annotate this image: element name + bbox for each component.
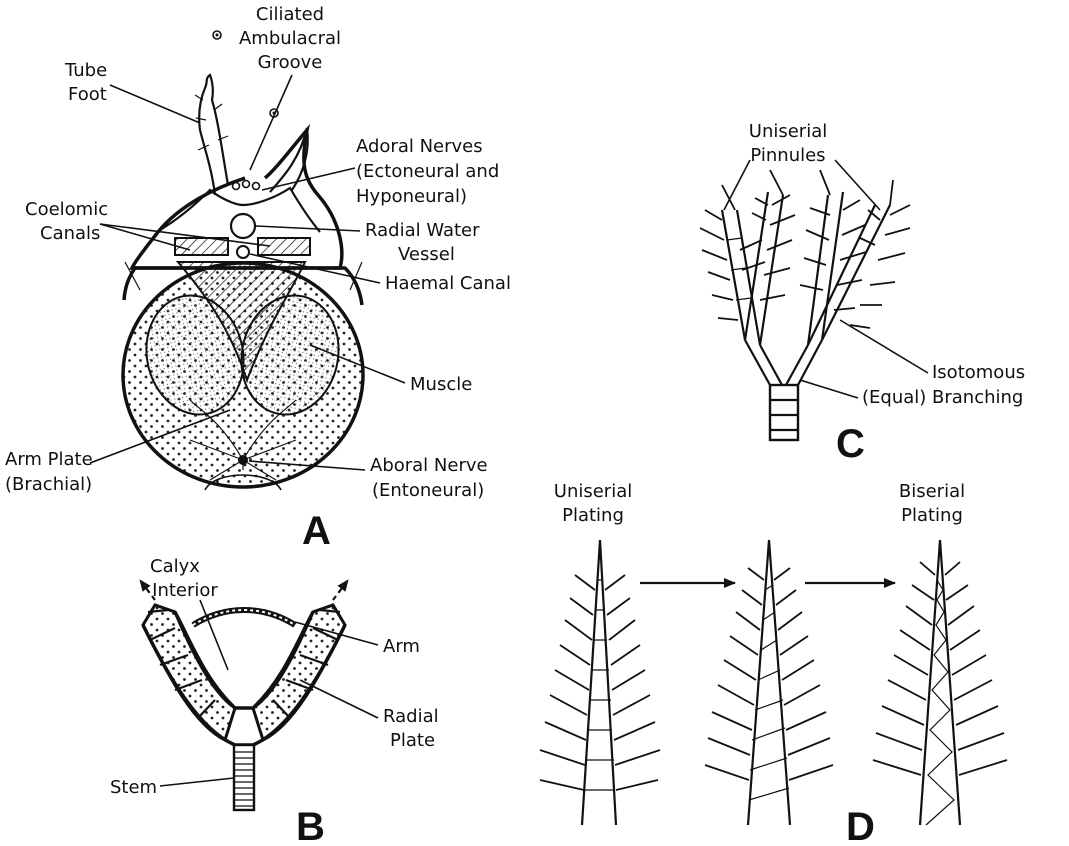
svg-text:Plate: Plate bbox=[390, 730, 435, 751]
svg-text:Canals: Canals bbox=[40, 223, 100, 244]
panel-c: Uniserial Pinnules Isotomous (Equal) Bra… bbox=[700, 121, 1025, 466]
svg-text:Adoral Nerves: Adoral Nerves bbox=[356, 136, 483, 157]
label-uniserial-pinnules: Uniserial Pinnules bbox=[724, 121, 880, 210]
label-tube-foot: Tube Foot bbox=[64, 60, 200, 123]
arrow-right-arm bbox=[333, 580, 348, 600]
svg-text:Coelomic: Coelomic bbox=[25, 199, 108, 220]
svg-text:Uniserial: Uniserial bbox=[749, 121, 827, 142]
label-radial-plate: Radial Plate bbox=[300, 680, 439, 751]
svg-text:Tube: Tube bbox=[64, 60, 107, 81]
right-arm-plates bbox=[253, 605, 345, 740]
particle bbox=[216, 34, 219, 37]
branch-3 bbox=[808, 192, 843, 345]
svg-text:(Entoneural): (Entoneural) bbox=[372, 480, 484, 501]
label-uniserial-plating: Uniserial Plating bbox=[554, 481, 632, 526]
radial-water-vessel bbox=[231, 214, 255, 238]
panel-letter-c: C bbox=[836, 422, 865, 466]
left-arm-plates bbox=[143, 605, 235, 740]
svg-text:(Equal) Branching: (Equal) Branching bbox=[862, 387, 1023, 408]
panel-letter-a: A bbox=[302, 509, 331, 553]
tube-foot bbox=[199, 75, 228, 195]
svg-text:(Ectoneural and: (Ectoneural and bbox=[356, 161, 499, 182]
svg-text:Aboral Nerve: Aboral Nerve bbox=[370, 455, 488, 476]
svg-text:Vessel: Vessel bbox=[398, 244, 455, 265]
label-stem: Stem bbox=[110, 777, 234, 798]
svg-text:Plating: Plating bbox=[901, 505, 963, 526]
coelomic-canal-left bbox=[175, 238, 228, 255]
pinnules-c bbox=[700, 170, 910, 328]
panel-letter-d: D bbox=[846, 805, 875, 846]
svg-text:Biserial: Biserial bbox=[899, 481, 965, 502]
svg-text:Ambulacral: Ambulacral bbox=[239, 28, 341, 49]
svg-text:Foot: Foot bbox=[68, 84, 107, 105]
aboral-nerve bbox=[238, 455, 248, 465]
svg-text:Muscle: Muscle bbox=[410, 374, 472, 395]
label-adoral-nerves: Adoral Nerves (Ectoneural and Hyponeural… bbox=[262, 136, 499, 207]
haemal-canal-circle bbox=[237, 246, 249, 258]
panel-d: Uniserial Plating Biserial Plating D bbox=[540, 481, 1007, 846]
svg-text:Uniserial: Uniserial bbox=[554, 481, 632, 502]
adoral-nerve-dot bbox=[233, 183, 240, 190]
label-biserial-plating: Biserial Plating bbox=[899, 481, 965, 526]
svg-text:Pinnules: Pinnules bbox=[750, 145, 825, 166]
panel-letter-b: B bbox=[296, 805, 325, 846]
svg-text:Calyx: Calyx bbox=[150, 556, 200, 577]
coelomic-canal-right bbox=[258, 238, 310, 255]
panel-b: Calyx Interior Arm Radial Plate Stem B bbox=[110, 556, 439, 846]
adoral-nerve-dot bbox=[253, 183, 260, 190]
svg-text:Interior: Interior bbox=[152, 580, 218, 601]
svg-text:Groove: Groove bbox=[258, 52, 323, 73]
svg-text:Hyponeural): Hyponeural) bbox=[356, 186, 467, 207]
svg-text:Arm Plate: Arm Plate bbox=[5, 449, 93, 470]
panel-a: Tube Foot Ciliated Ambulacral Groove Ado… bbox=[5, 4, 511, 553]
label-isotomous: Isotomous (Equal) Branching bbox=[800, 320, 1025, 408]
svg-text:Arm: Arm bbox=[383, 636, 420, 657]
svg-text:Radial: Radial bbox=[383, 706, 439, 727]
svg-text:Stem: Stem bbox=[110, 777, 157, 798]
svg-text:Radial Water: Radial Water bbox=[365, 220, 480, 241]
adoral-nerve-dot bbox=[243, 181, 250, 188]
svg-text:Ciliated: Ciliated bbox=[256, 4, 324, 25]
svg-text:Plating: Plating bbox=[562, 505, 624, 526]
branch-4 bbox=[808, 205, 890, 345]
svg-text:Haemal Canal: Haemal Canal bbox=[385, 273, 511, 294]
svg-text:Isotomous: Isotomous bbox=[932, 362, 1025, 383]
branching-stem bbox=[770, 385, 798, 440]
branch-2 bbox=[745, 192, 783, 345]
label-ciliated-groove: Ciliated Ambulacral Groove bbox=[239, 4, 341, 170]
svg-text:(Brachial): (Brachial) bbox=[5, 474, 92, 495]
